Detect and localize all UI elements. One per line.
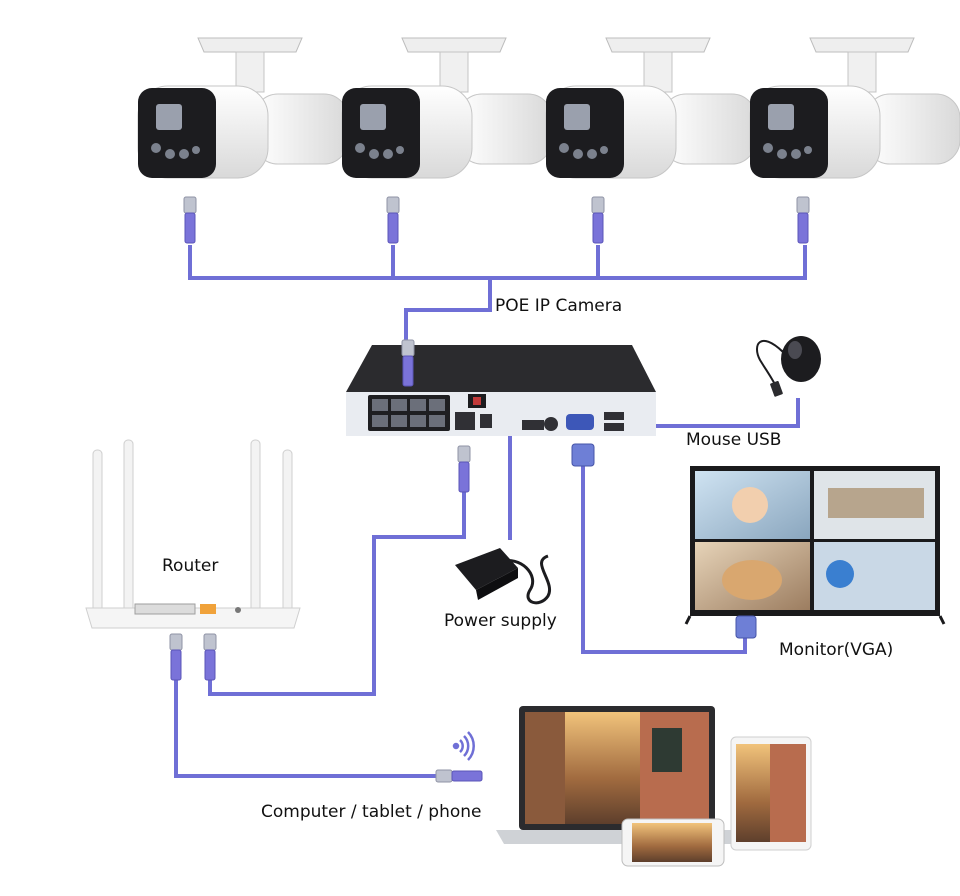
nvr-camera-connector bbox=[401, 339, 415, 387]
mouse-icon bbox=[756, 336, 821, 397]
power-supply-label: Power supply bbox=[444, 611, 557, 631]
phone-icon bbox=[621, 818, 725, 867]
camera-2-connector bbox=[386, 196, 400, 244]
mouse-usb-label: Mouse USB bbox=[686, 430, 782, 450]
poe-camera-label: POE IP Camera bbox=[495, 296, 623, 316]
tablet-icon bbox=[730, 736, 812, 851]
monitor-icon bbox=[684, 466, 946, 625]
router-label: Router bbox=[162, 556, 219, 576]
camera-4-connector bbox=[796, 196, 810, 244]
camera-4 bbox=[749, 37, 960, 179]
wifi-icon bbox=[452, 731, 475, 761]
laptop-icon bbox=[496, 706, 740, 844]
camera-1-connector bbox=[183, 196, 197, 244]
router-lan-connector-2 bbox=[203, 633, 217, 681]
device-lan-connector bbox=[435, 769, 483, 783]
camera-1 bbox=[137, 37, 349, 179]
vga-connector-nvr bbox=[571, 443, 595, 467]
devices-label: Computer / tablet / phone bbox=[261, 802, 482, 822]
nvr-icon bbox=[346, 345, 656, 436]
cables bbox=[174, 245, 807, 778]
monitor-label: Monitor(VGA) bbox=[779, 640, 894, 660]
camera-3 bbox=[545, 37, 757, 179]
camera-2 bbox=[341, 37, 553, 179]
power-adapter-icon bbox=[455, 548, 552, 605]
vga-connector-monitor bbox=[735, 615, 757, 639]
router-lan-connector-1 bbox=[169, 633, 183, 681]
nvr-lan-connector bbox=[457, 445, 471, 493]
camera-3-connector bbox=[591, 196, 605, 244]
router-icon bbox=[85, 439, 301, 629]
